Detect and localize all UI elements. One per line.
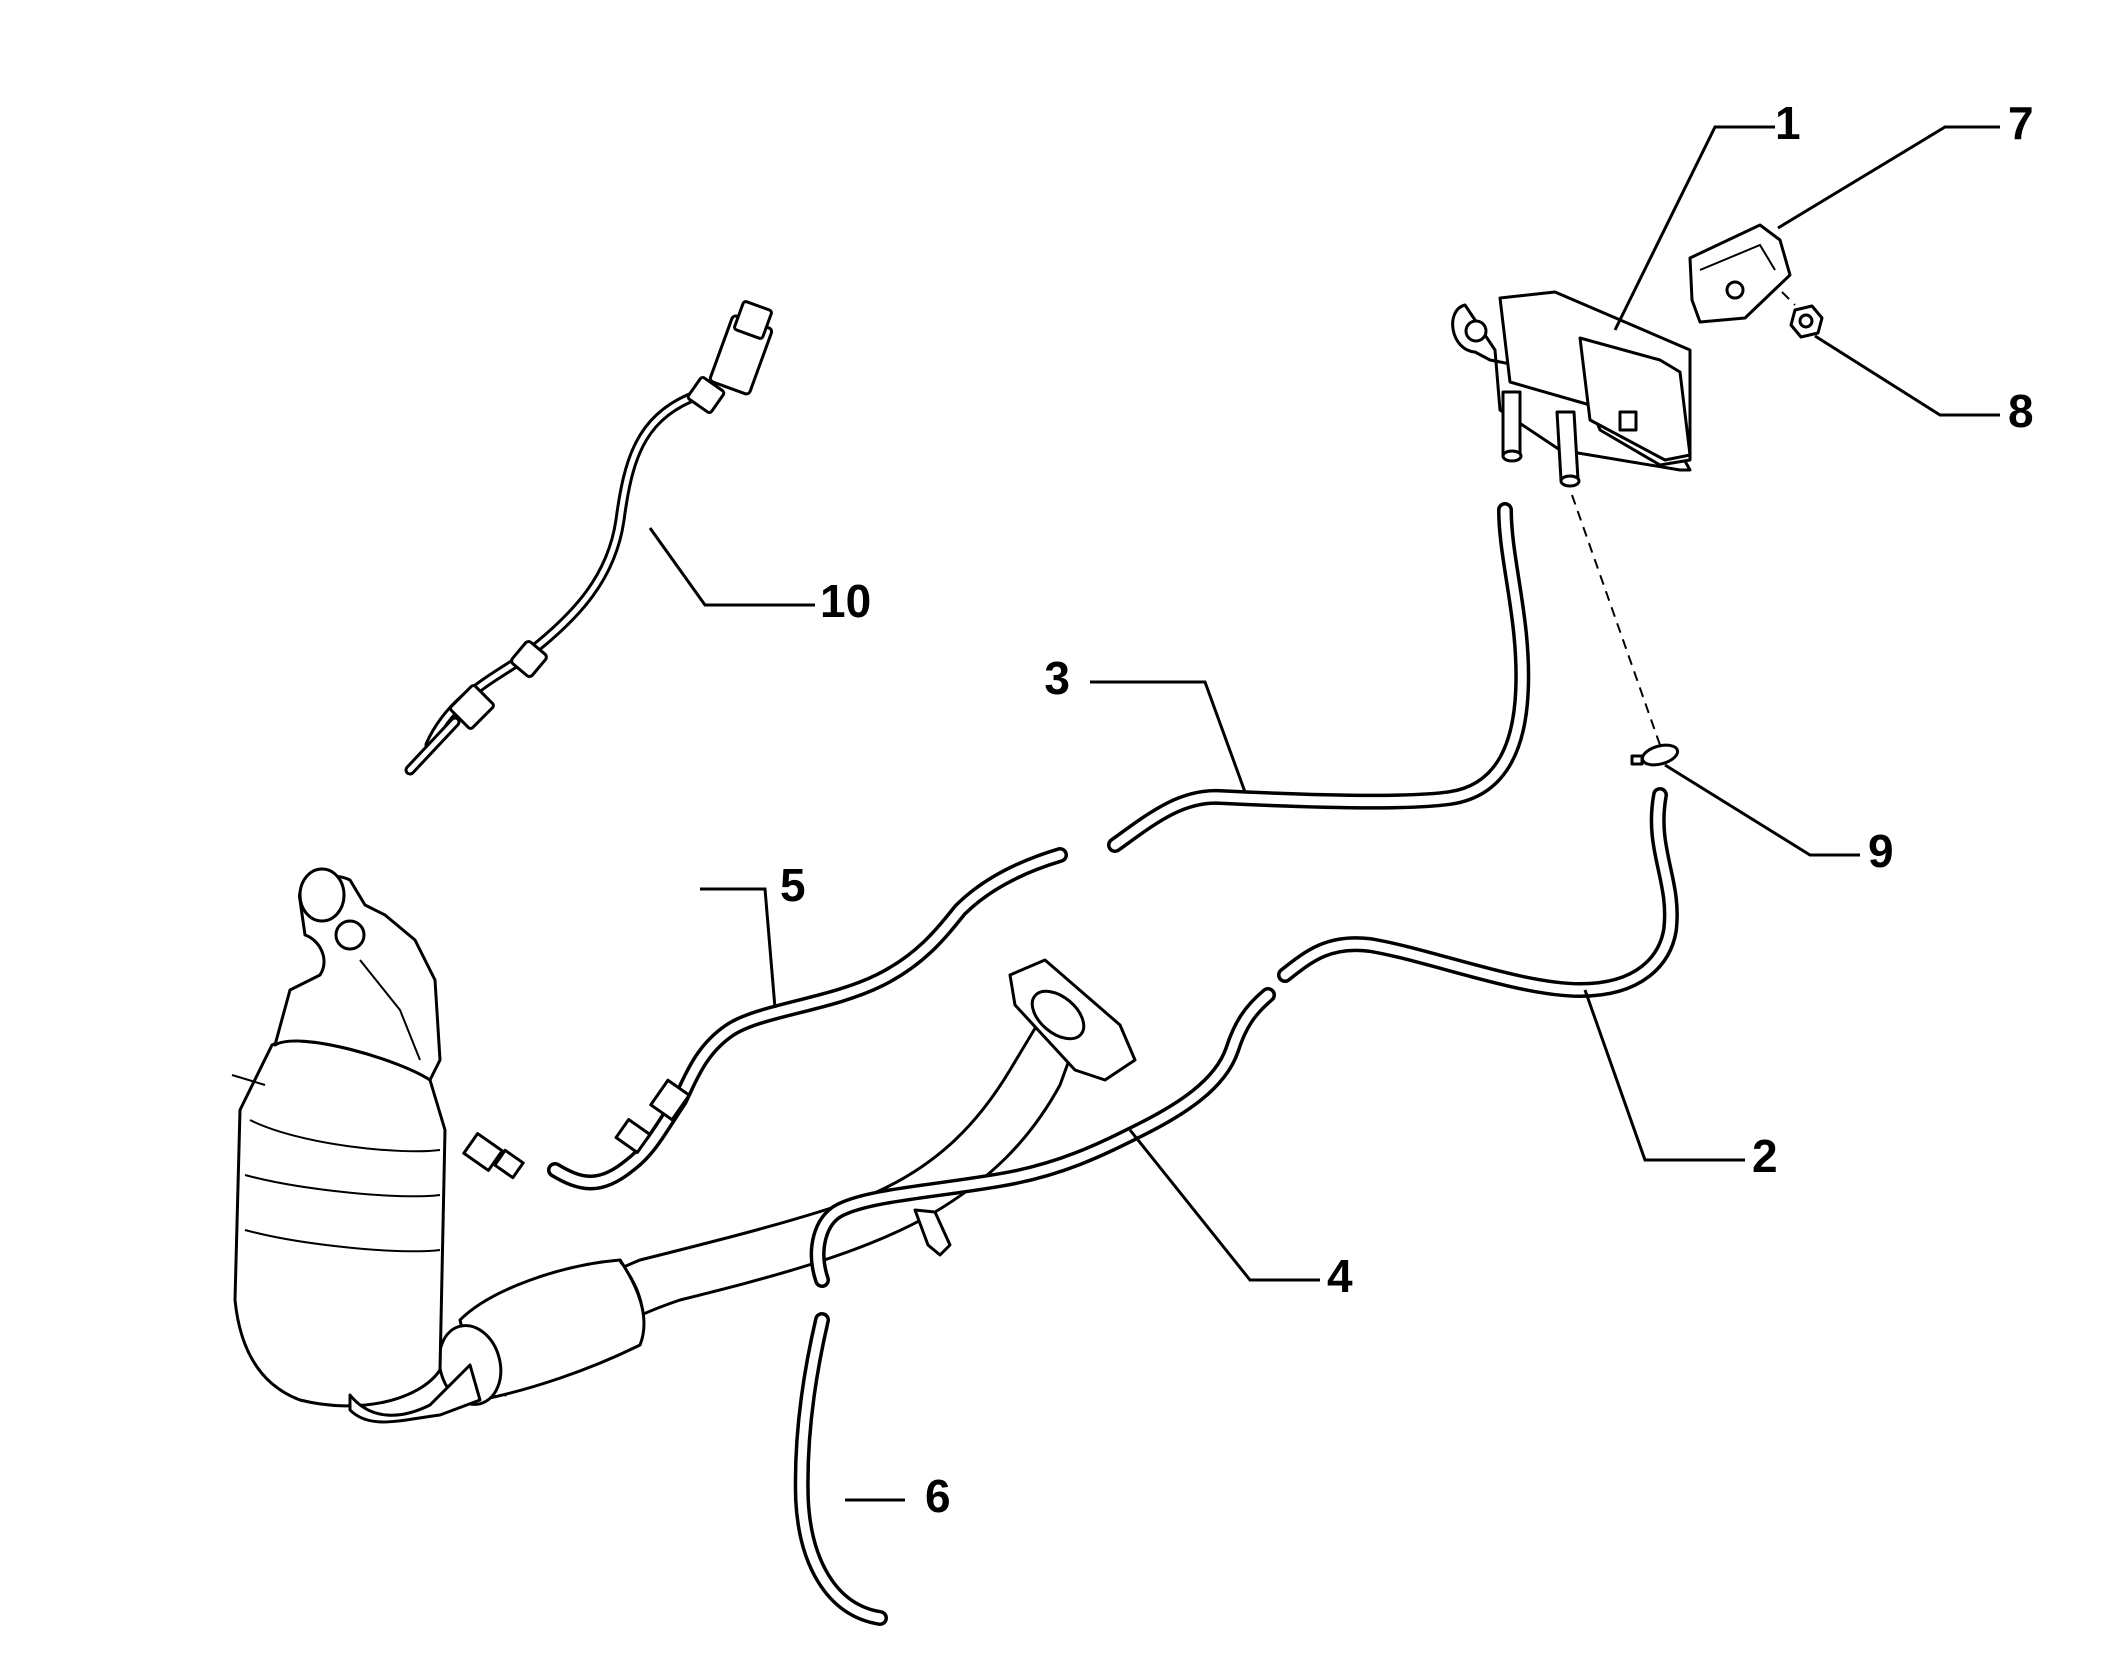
hose-part-6: [793, 1312, 888, 1626]
callout-7: 7: [2008, 97, 2034, 149]
bracket-part-7: [1688, 223, 1792, 324]
leader-line-7: [1777, 125, 2000, 230]
callout-6: 6: [925, 1470, 951, 1522]
callout-2: 2: [1752, 1130, 1778, 1182]
leader-line-3: [1090, 680, 1247, 793]
leader-line-2: [1583, 989, 1745, 1162]
callout-8: 8: [2008, 385, 2034, 437]
callout-3: 3: [1044, 652, 1070, 704]
pipe-part-4: [809, 987, 1276, 1288]
leader-lines: [648, 125, 2000, 1502]
callout-labels: 1 7 8 10 3 9 5 2 4 6: [780, 97, 2034, 1522]
leader-line-9: [1664, 763, 1860, 857]
assembly-line: [231, 1074, 266, 1086]
leader-line-5: [700, 887, 777, 1009]
leader-line-4: [1128, 1129, 1320, 1282]
leader-line-10: [648, 527, 815, 607]
leader-line-1: [1613, 125, 1775, 331]
callout-9: 9: [1868, 825, 1894, 877]
hose-part-3: [1107, 502, 1531, 853]
pipe-part-5: [462, 847, 1068, 1191]
leader-line-8: [1814, 334, 2000, 417]
clamp-part-9: [1630, 743, 1680, 767]
nut-part-8: [1789, 304, 1824, 339]
temperature-sensor-part-10: [404, 300, 774, 776]
callout-4: 4: [1327, 1250, 1353, 1302]
catalytic-converter: [233, 867, 1137, 1424]
callout-5: 5: [780, 859, 806, 911]
assembly-line: [1571, 494, 1661, 746]
callout-10: 10: [820, 575, 871, 627]
pressure-sensor-part-1: [1451, 290, 1692, 488]
callout-1: 1: [1775, 97, 1801, 149]
hose-part-2: [1277, 787, 1679, 998]
assembly-line: [1781, 291, 1796, 306]
